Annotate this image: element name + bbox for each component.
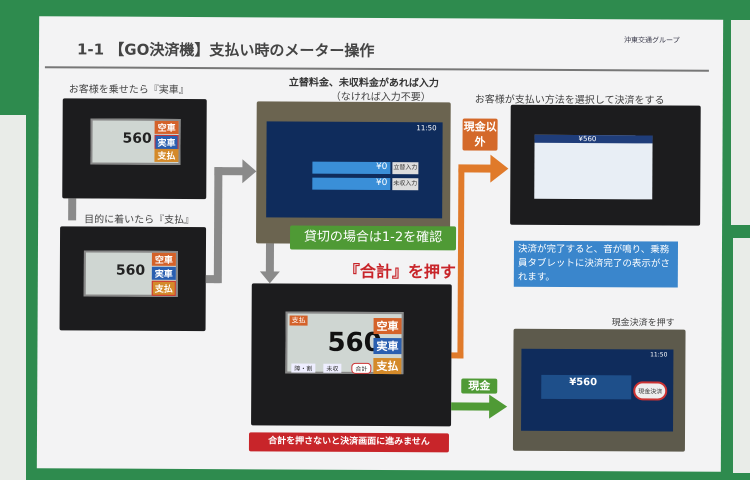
- unpaid-total: ¥0: [312, 177, 391, 191]
- empty-button: 空車: [151, 252, 176, 266]
- pay-badge: 支払: [289, 315, 308, 326]
- total-button: 合計: [351, 362, 372, 374]
- step2-meter-photo: 560 空車 実車 支払: [59, 226, 207, 332]
- step1-meter-photo: 560 空車 実車 支払: [62, 98, 207, 200]
- adjacent-paper-left: [0, 115, 26, 480]
- step3-tablet-photo: 11:50 ¥0 立替入力 ¥0 未収入力: [256, 101, 451, 245]
- page-title: 1-1 【GO決済機】支払い時のメーター操作: [76, 40, 375, 60]
- cash-label: 現金: [461, 378, 498, 394]
- clock: 11:50: [416, 124, 437, 133]
- cash-amount: ¥560: [569, 376, 598, 389]
- empty-button: 空車: [154, 120, 179, 134]
- step4-caption: 『合計』を押す: [343, 261, 456, 282]
- payment-amount: ¥560: [578, 135, 597, 144]
- step5-tablet-photo: ¥560: [510, 104, 701, 226]
- non-cash-label: 現金以外: [462, 118, 498, 151]
- step6-tablet-photo: 11:50 ¥560 現金決済: [512, 328, 686, 452]
- adjacent-paper-right-bottom: [733, 238, 750, 473]
- arrow-down-1: [68, 198, 77, 221]
- warning-banner: 合計を押さないと決済画面に進みません: [248, 432, 450, 453]
- title-divider: [44, 66, 709, 72]
- step4-meter-photo: 支払 560 障・割 未収 合計 空車 実車 支払: [251, 283, 452, 427]
- instruction-poster: 1-1 【GO決済機】支払い時のメーター操作 沖東交通グループ お客様を乗せたら…: [36, 16, 724, 472]
- adjacent-paper-right-top: [731, 20, 750, 225]
- fare-display: 560: [115, 262, 146, 279]
- advance-total: ¥0: [312, 161, 391, 175]
- company-logo: 沖東交通グループ: [624, 36, 680, 45]
- pay-button: 支払: [373, 357, 402, 375]
- occupied-button: 実車: [373, 337, 402, 355]
- pay-button: 支払: [154, 148, 179, 162]
- step1-caption: お客様を乗せたら『実車』: [68, 84, 189, 96]
- pay-button: 支払: [151, 280, 176, 296]
- advance-input-button: 立替入力: [392, 162, 419, 175]
- discount-button: 障・割: [291, 363, 316, 373]
- empty-button: 空車: [373, 317, 402, 335]
- cash-payment-button: 現金決済: [633, 381, 668, 401]
- step2-caption: 目的に着いたら『支払』: [84, 214, 195, 227]
- occupied-button: 実車: [151, 266, 176, 280]
- occupied-button: 実車: [154, 134, 179, 150]
- unpaid-input-button: 未収入力: [392, 178, 419, 191]
- clock: 11:50: [650, 351, 668, 359]
- arrow-head: [242, 159, 257, 184]
- step6-caption: 現金決済を押す: [611, 318, 675, 329]
- fare-display: 560: [122, 130, 152, 147]
- green-arrow: [451, 402, 492, 411]
- charter-note: 貸切の場合は1-2を確認: [289, 225, 457, 251]
- completion-note: 決済が完了すると、音が鳴り、乗務員タブレットに決済完了の表示がされます。: [513, 240, 679, 288]
- unpaid-button: 未収: [323, 363, 342, 373]
